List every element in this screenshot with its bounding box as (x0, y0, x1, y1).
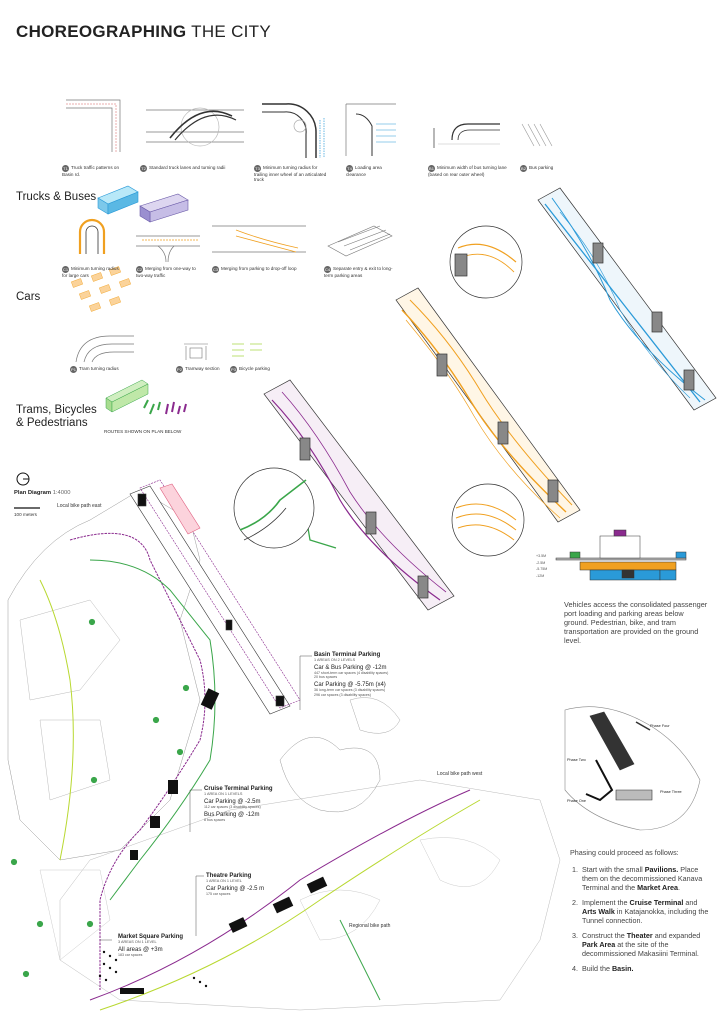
port-section (555, 529, 687, 581)
phasing-step: Construct the Theater and expanded Park … (580, 931, 712, 958)
terminal-orange-axon (395, 287, 581, 523)
label-bike-east: Local bike path east (56, 503, 103, 509)
diagram-c4 (327, 225, 393, 257)
diagram-p3 (232, 343, 262, 357)
station-dots (10, 618, 190, 978)
phasing-section: Phasing could proceed as follows: Start … (570, 848, 712, 979)
truck-bus-illustration (97, 185, 189, 223)
diagram-b2 (521, 123, 553, 147)
cars-illustration (71, 266, 131, 312)
diagram-p1 (75, 335, 134, 363)
phase-label-one: Phase One (567, 799, 586, 803)
label-bike-west: Local bike path west (436, 771, 484, 777)
section-cars: Cars (16, 291, 41, 303)
detail-circle-purple (233, 467, 315, 549)
section-trams: Trams, Bicycles & Pedestrians (16, 404, 97, 429)
phase-label-three: Phase Three (660, 790, 682, 794)
page-title: CHOREOGRAPHING THE CITY (16, 22, 271, 42)
diagram-c1 (78, 218, 106, 254)
market-dots (98, 950, 208, 988)
diagram-t2 (146, 107, 244, 147)
diagram-b1 (433, 123, 500, 148)
section-trucks: Trucks & Buses (16, 191, 97, 203)
diagram-t4 (345, 103, 396, 156)
phase-label-four: Phase Four (650, 724, 670, 728)
diagram-p2 (184, 343, 208, 360)
callout-lines (100, 655, 312, 941)
diagram-t3 (262, 103, 325, 158)
terminal-purple-axon (263, 379, 455, 611)
title-bold: CHOREOGRAPHING (16, 22, 187, 41)
phasing-intro: Phasing could proceed as follows: (570, 848, 679, 857)
diagram-c3 (212, 225, 306, 253)
description-text: Vehicles access the consolidated passeng… (564, 600, 708, 645)
detail-circle-blue (449, 225, 523, 299)
routes-note: ROUTES SHOWN ON PLAN BELOW (104, 429, 182, 434)
cruise-ship (159, 483, 201, 535)
phasing-step: Start with the small Pavilions. Place th… (580, 865, 712, 892)
callout-market-parking: Market Square Parking 3 AREAS ON 1 LEVEL… (118, 934, 184, 957)
terminal-blue-axon (537, 187, 717, 411)
diagram-c2 (136, 235, 200, 263)
phase-label-two: Phase Two (567, 758, 586, 762)
phasing-steps: Start with the small Pavilions. Place th… (570, 865, 712, 973)
plan-routes (39, 532, 481, 1011)
trams-illustration (105, 379, 187, 415)
callout-theatre-parking: Theatre Parking 1 AREA ON 1 LEVEL Car Pa… (206, 873, 265, 896)
phasing-step: Implement the Cruise Terminal and Arts W… (580, 898, 712, 925)
phase-map (564, 706, 701, 831)
compass-icon (16, 472, 30, 486)
label-bike-regional: Regional bike path (348, 923, 392, 929)
plan-title: Plan Diagram 1:4000 (14, 490, 71, 496)
detail-circle-orange (451, 483, 525, 557)
section-level-labels: +3.5M -2.5M -5.75M -12M (536, 554, 548, 578)
callout-cruise-parking: Cruise Terminal Parking 1 AREA ON 1 LEVE… (204, 786, 273, 823)
plan-buildings (120, 688, 328, 994)
diagram-t1 (66, 99, 121, 152)
callout-basin-parking: Basin Terminal Parking 1 AREAS ON 2 LEVE… (314, 652, 389, 697)
title-light: THE CITY (191, 22, 272, 41)
plan-map (7, 489, 561, 1011)
phasing-step: Build the Basin. (580, 964, 712, 973)
scale-bar-label: 100 meters (14, 512, 37, 517)
